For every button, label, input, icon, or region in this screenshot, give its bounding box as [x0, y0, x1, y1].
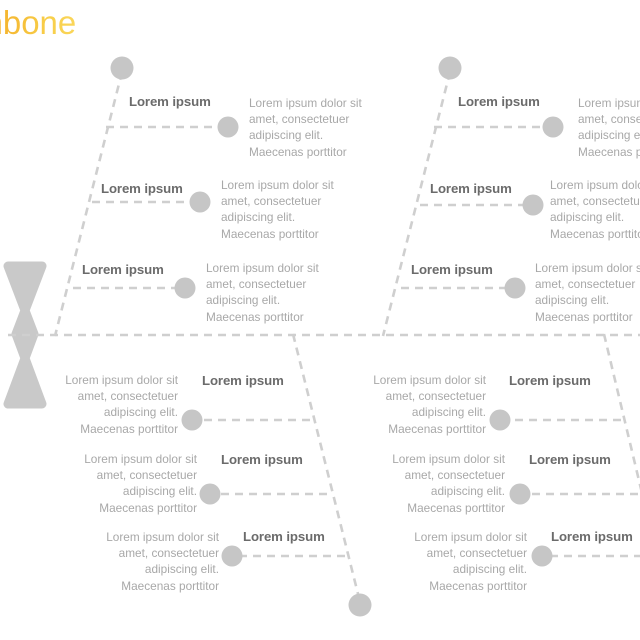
bone-upper-right — [381, 71, 452, 337]
rib-dot-lower-left-2 — [199, 483, 221, 505]
branch-body-lower-left-2: Lorem ipsum dolor sit amet, consectetuer… — [84, 452, 197, 515]
rib-dot-upper-right-2 — [522, 194, 544, 216]
branch-body-lower-left-1: Lorem ipsum dolor sit amet, consectetuer… — [65, 373, 178, 436]
rib-dot-lower-left-1 — [181, 409, 203, 431]
bone-cap-dot-upper-right — [438, 56, 462, 80]
branch-heading-upper-right-1[interactable]: Lorem ipsum — [458, 94, 540, 109]
branch-heading-lower-right-1[interactable]: Lorem ipsum — [509, 373, 591, 388]
branch-body-lower-right-2: Lorem ipsum dolor sit amet, consectetuer… — [392, 452, 505, 515]
rib-dot-upper-right-3 — [504, 277, 526, 299]
branch-body-upper-left-3: Lorem ipsum dolor sit amet, consectetuer… — [206, 261, 319, 324]
branch-heading-upper-left-3[interactable]: Lorem ipsum — [82, 262, 164, 277]
bone-lower-right — [602, 333, 640, 491]
rib-dot-lower-right-1 — [489, 409, 511, 431]
branch-body-upper-right-3: Lorem ipsum dolor sit amet, consectetuer… — [535, 261, 640, 324]
bone-lower-left — [291, 333, 362, 603]
bone-cap-dot-lower-left — [348, 593, 372, 617]
rib-dot-upper-right-1 — [542, 116, 564, 138]
bone-cap-dot-upper-left — [110, 56, 134, 80]
branch-heading-upper-left-1[interactable]: Lorem ipsum — [129, 94, 211, 109]
rib-dot-upper-left-3 — [174, 277, 196, 299]
branch-body-lower-right-1: Lorem ipsum dolor sit amet, consectetuer… — [373, 373, 486, 436]
branch-heading-lower-right-2[interactable]: Lorem ipsum — [529, 452, 611, 467]
rib-dot-lower-right-3 — [531, 545, 553, 567]
branch-heading-lower-left-1[interactable]: Lorem ipsum — [202, 373, 284, 388]
rib-dot-lower-right-2 — [509, 483, 531, 505]
branch-body-upper-right-2: Lorem ipsum dolor sit amet, consectetuer… — [550, 178, 640, 241]
branch-body-upper-right-1: Lorem ipsum dolor sit amet, consectetuer… — [578, 96, 640, 159]
branch-heading-upper-left-2[interactable]: Lorem ipsum — [101, 181, 183, 196]
branch-body-upper-left-1: Lorem ipsum dolor sit amet, consectetuer… — [249, 96, 362, 159]
bone-upper-left — [53, 71, 124, 337]
branch-body-upper-left-2: Lorem ipsum dolor sit amet, consectetuer… — [221, 178, 334, 241]
branch-body-lower-right-3: Lorem ipsum dolor sit amet, consectetuer… — [414, 530, 527, 593]
page-title: shbone — [0, 4, 76, 42]
branch-heading-lower-left-2[interactable]: Lorem ipsum — [221, 452, 303, 467]
branch-body-lower-left-3: Lorem ipsum dolor sit amet, consectetuer… — [106, 530, 219, 593]
branch-heading-lower-right-3[interactable]: Lorem ipsum — [551, 529, 633, 544]
branch-heading-upper-right-2[interactable]: Lorem ipsum — [430, 181, 512, 196]
branch-heading-lower-left-3[interactable]: Lorem ipsum — [243, 529, 325, 544]
rib-dot-lower-left-3 — [221, 545, 243, 567]
branch-heading-upper-right-3[interactable]: Lorem ipsum — [411, 262, 493, 277]
rib-dot-upper-left-2 — [189, 191, 211, 213]
rib-dot-upper-left-1 — [217, 116, 239, 138]
